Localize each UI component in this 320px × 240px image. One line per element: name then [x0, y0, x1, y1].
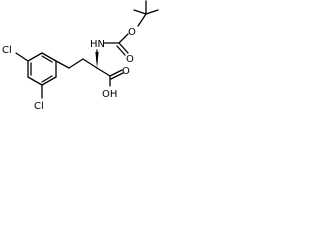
ring-inner-double-3	[41, 75, 53, 83]
bond-oxygen-to-carbonyl-carbon	[118, 33, 129, 44]
bond-acid-c-o-double-1	[109, 69, 123, 77]
atom-label-nh: HN	[90, 39, 105, 50]
bond-tbu-to-oxygen	[137, 13, 147, 27]
atom-label-oh: OH	[102, 89, 117, 100]
atom-label-o-ester: O	[128, 27, 136, 38]
bond-alpha-to-beta	[82, 58, 98, 69]
bond-gamma-to-ring	[55, 60, 70, 69]
bond-acid-c-o-double-2	[110, 72, 124, 80]
ring-bond-5	[41, 76, 57, 86]
atom-label-o-carbamate-carbonyl: O	[126, 54, 134, 65]
boc-amino-acid-structure: HN O O O OH Cl Cl	[2, 0, 159, 112]
bond-carbamate-c-o-double-1	[118, 42, 129, 54]
wedge-bond-alpha	[95, 52, 99, 68]
ring-inner-double-1	[41, 55, 53, 63]
bond-ring-to-cl-top	[15, 52, 29, 62]
bond-tbu-methyl-left	[133, 9, 147, 15]
amino-acid-backbone	[55, 49, 124, 87]
atom-label-cl-top: Cl	[2, 45, 12, 56]
bond-beta-to-gamma	[68, 58, 84, 69]
atom-label-cl-bottom: Cl	[34, 101, 44, 112]
ring-bond-1	[41, 52, 57, 62]
bond-alpha-to-acid-carbon	[96, 67, 111, 77]
ring-bond-4	[27, 76, 43, 86]
atom-label-o-acid-carbonyl: O	[122, 66, 130, 77]
dichlorophenyl-ring	[15, 52, 57, 99]
bond-carbamate-c-o-double-2	[116, 45, 126, 56]
ring-bond-2	[27, 52, 43, 62]
tert-butyl-group	[133, 0, 159, 27]
bond-tbu-methyl-right	[145, 9, 159, 15]
carbamate-group	[103, 33, 129, 56]
